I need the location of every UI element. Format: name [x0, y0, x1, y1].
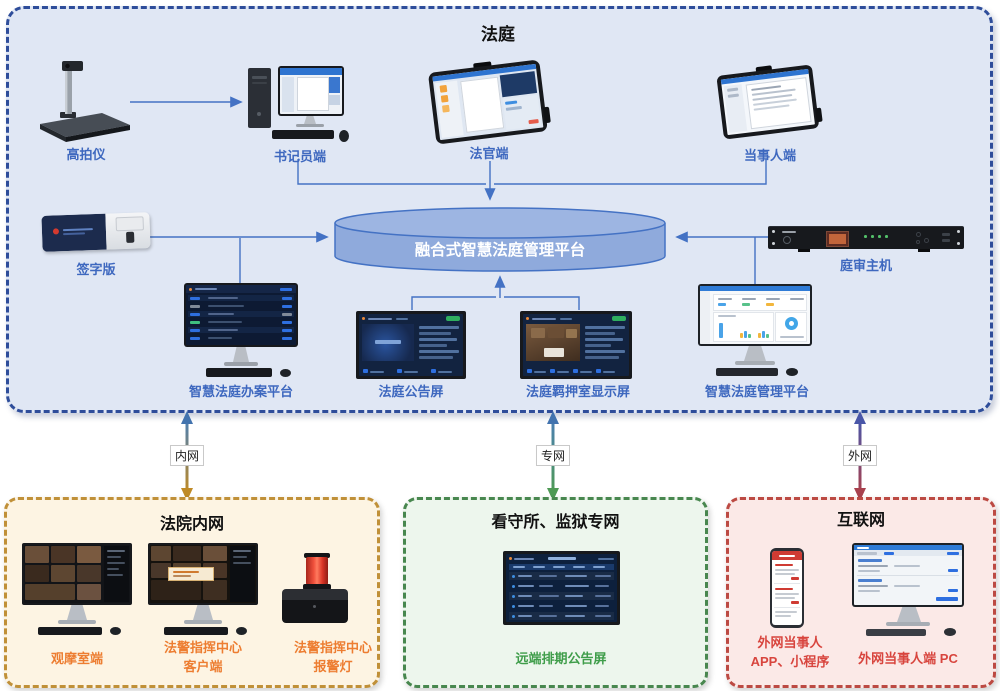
- remote-schedule-icon: [503, 551, 620, 625]
- bailiff-client-icon: [148, 543, 258, 639]
- notice-screen-icon: [356, 311, 466, 379]
- platform-cylinder: 融合式智慧法庭管理平台: [334, 207, 666, 272]
- mgmt-platform-label: 智慧法庭管理平台: [704, 384, 809, 399]
- bailiff-client-label: 法警指挥中心 客户端: [163, 640, 242, 674]
- zone-internet-title: 互联网: [836, 512, 885, 529]
- observation-room-label: 观摩室端: [50, 651, 103, 666]
- intranet-link-label: 内网: [169, 445, 205, 466]
- party-app-label: 外网当事人 APP、小程序: [750, 635, 830, 669]
- signature-pad-icon: [41, 212, 151, 254]
- court-host-label: 庭审主机: [839, 258, 892, 273]
- signature-pad-label: 签字版: [76, 262, 116, 277]
- notice-screen-label: 法庭公告屏: [378, 384, 444, 399]
- platform-label: 融合式智慧法庭管理平台: [415, 240, 586, 259]
- detention-screen-label: 法庭羁押室显示屏: [525, 384, 630, 399]
- doc-camera-label: 高拍仪: [66, 147, 106, 162]
- extranet-link-label: 外网: [842, 445, 878, 466]
- doc-camera-icon: [40, 61, 130, 142]
- clerk-pc-icon: [248, 64, 352, 148]
- court-zone-title: 法庭: [481, 25, 515, 44]
- zone-court-intranet-title: 法院内网: [159, 516, 224, 533]
- alarm-light-icon: [282, 553, 348, 627]
- zone-prison-network-title: 看守所、监狱专网: [491, 514, 620, 531]
- detention-screen-icon: [520, 311, 632, 379]
- party-panel-icon: [716, 64, 823, 144]
- party-pc-label: 外网当事人端 PC: [858, 651, 958, 666]
- mgmt-platform-icon: [698, 284, 812, 380]
- clerk-pc-label: 书记员端: [273, 149, 326, 164]
- court-host-icon: [768, 226, 964, 254]
- party-panel-label: 当事人端: [743, 148, 796, 163]
- case-platform-label: 智慧法庭办案平台: [188, 384, 293, 399]
- judge-panel-label: 法官端: [469, 146, 509, 161]
- private-net-link-label: 专网: [535, 445, 571, 466]
- alarm-light-label: 法警指挥中心 报警灯: [293, 640, 372, 674]
- party-app-phone-icon: [770, 548, 804, 628]
- party-pc-icon: [852, 543, 964, 639]
- observation-room-icon: [22, 543, 132, 639]
- remote-schedule-label: 远端排期公告屏: [515, 651, 607, 666]
- judge-panel-icon: [427, 59, 551, 148]
- case-platform-icon: [184, 283, 298, 381]
